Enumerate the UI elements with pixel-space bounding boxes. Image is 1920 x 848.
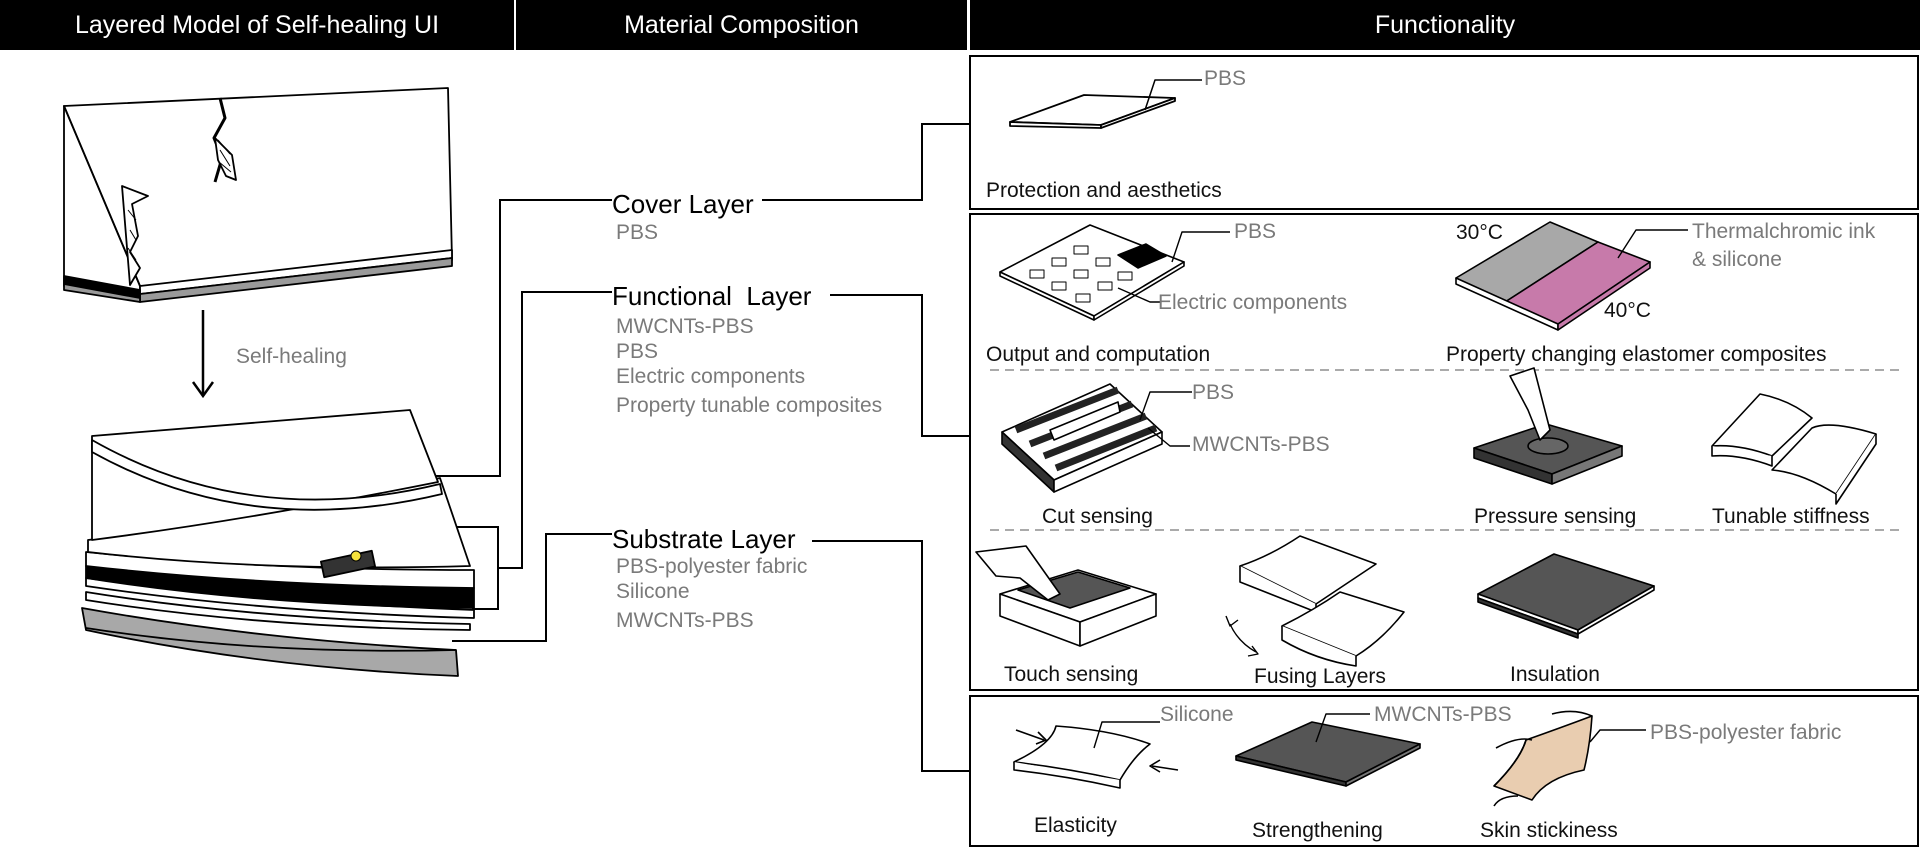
cover-pbs-label: PBS xyxy=(1204,67,1247,90)
cover-layer-title: Cover Layer xyxy=(612,189,754,219)
functional-layer-title: Functional Layer xyxy=(612,281,812,311)
cracked-layer-model xyxy=(63,87,453,303)
cut-mwcnts-label: MWCNTs-PBS xyxy=(1192,433,1330,456)
thermochromic-illustration xyxy=(1455,221,1688,331)
header-material-composition: Material Composition xyxy=(516,0,967,50)
output-computation-illustration xyxy=(999,224,1230,321)
pbs-sheet-illustration xyxy=(1009,79,1202,129)
cut-pbs-label: PBS xyxy=(1192,381,1235,404)
skin-caption: Skin stickiness xyxy=(1480,819,1618,842)
tunable-stiffness-illustration xyxy=(1711,393,1877,505)
insulation-caption: Insulation xyxy=(1510,663,1600,686)
functional-panel xyxy=(969,213,1919,691)
elasticity-caption: Elasticity xyxy=(1034,814,1117,837)
thermal-label-2: & silicone xyxy=(1692,248,1782,271)
model-cover-connector xyxy=(398,199,612,477)
output-caption: Output and computation xyxy=(986,343,1211,366)
fusing-layers-illustration xyxy=(1225,535,1405,667)
touch-caption: Touch sensing xyxy=(1004,663,1139,686)
healed-layer-model xyxy=(81,409,475,677)
pressure-caption: Pressure sensing xyxy=(1474,505,1637,528)
strengthening-mwcnts-label: MWCNTs-PBS xyxy=(1374,703,1512,726)
cut-caption: Cut sensing xyxy=(1042,505,1153,528)
temp-high-label: 40°C xyxy=(1604,299,1651,322)
functional-layer-material: PBS xyxy=(616,340,659,363)
elasticity-silicone-label: Silicone xyxy=(1160,703,1234,726)
skin-fabric-label: PBS-polyester fabric xyxy=(1650,721,1842,744)
cut-sensing-illustration xyxy=(1001,383,1192,493)
functional-layer-material: Property tunable composites xyxy=(616,394,883,417)
cover-layer-material: PBS xyxy=(616,221,659,244)
touch-sensing-illustration xyxy=(975,545,1157,647)
pressure-sensing-illustration xyxy=(1473,367,1623,485)
cover-panel xyxy=(969,55,1919,210)
model-substrate-connector xyxy=(452,533,612,642)
substrate-connector xyxy=(812,540,970,772)
fusing-caption: Fusing Layers xyxy=(1254,665,1386,688)
strengthening-illustration xyxy=(1235,713,1421,787)
functional-layer-material: MWCNTs-PBS xyxy=(616,315,754,338)
skin-stickiness-illustration xyxy=(1493,710,1646,807)
cover-connector xyxy=(762,123,970,201)
functional-connector xyxy=(830,294,970,437)
header-layered-model: Layered Model of Self-healing UI xyxy=(0,0,514,50)
self-healing-label: Self-healing xyxy=(236,345,347,368)
functional-layer-material: Electric components xyxy=(616,365,806,388)
substrate-layer-material: Silicone xyxy=(616,580,690,603)
thermal-label-1: Thermalchromic ink xyxy=(1692,220,1876,243)
cover-caption: Protection and aesthetics xyxy=(986,179,1222,202)
temp-low-label: 30°C xyxy=(1456,221,1503,244)
substrate-layer-title: Substrate Layer xyxy=(612,524,796,554)
elasticity-illustration xyxy=(1013,721,1179,789)
down-arrow xyxy=(191,310,215,399)
header-functionality: Functionality xyxy=(970,0,1920,50)
model-functional-connector-2 xyxy=(498,291,612,569)
stiffness-caption: Tunable stiffness xyxy=(1712,505,1870,528)
substrate-layer-material: MWCNTs-PBS xyxy=(616,609,754,632)
insulation-illustration xyxy=(1477,553,1655,639)
strengthening-caption: Strengthening xyxy=(1252,819,1383,842)
property-caption: Property changing elastomer composites xyxy=(1446,343,1827,366)
output-pbs-label: PBS xyxy=(1234,220,1277,243)
substrate-layer-material: PBS-polyester fabric xyxy=(616,555,808,578)
output-components-label: Electric components xyxy=(1158,291,1348,314)
